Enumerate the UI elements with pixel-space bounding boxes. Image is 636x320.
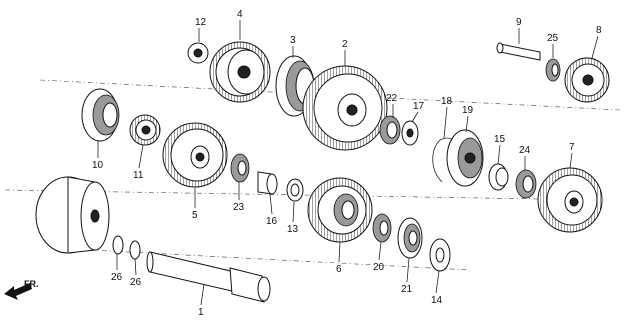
label-part-2: 2 xyxy=(342,39,348,50)
part-5-gear xyxy=(162,122,228,188)
part-number-labels: 12 4 3 2 22 17 18 19 15 24 7 9 25 8 10 1… xyxy=(92,9,602,318)
label-part-9: 9 xyxy=(516,17,522,28)
part-9-shaft xyxy=(496,42,541,61)
label-part-6: 6 xyxy=(336,264,342,275)
label-part-8: 8 xyxy=(596,25,602,36)
label-part-18: 18 xyxy=(441,96,453,107)
label-part-15: 15 xyxy=(494,134,506,145)
part-14-washer xyxy=(429,238,451,272)
label-part-26b: 26 xyxy=(130,277,142,288)
part-2-large-gear xyxy=(302,65,388,151)
part-21-thrust-bearing xyxy=(397,217,423,259)
label-part-4: 4 xyxy=(237,9,243,20)
part-11-small-gear xyxy=(129,114,161,146)
label-part-16: 16 xyxy=(266,216,278,227)
label-part-5: 5 xyxy=(192,210,198,221)
label-part-14: 14 xyxy=(431,295,443,306)
label-part-21: 21 xyxy=(401,284,413,295)
leader-lines xyxy=(97,20,599,306)
label-part-10: 10 xyxy=(92,160,104,171)
clutch-drum xyxy=(35,176,110,254)
part-7-gear xyxy=(537,167,603,233)
part-15-collar xyxy=(488,163,509,191)
front-direction-label: FR. xyxy=(24,279,39,289)
part-8-gear xyxy=(564,57,610,103)
part-13-washer xyxy=(286,178,304,202)
part-23-needle-bearing xyxy=(230,153,250,183)
part-6-gear xyxy=(307,177,373,243)
label-part-22: 22 xyxy=(386,93,398,104)
label-part-19: 19 xyxy=(462,105,474,116)
label-part-1: 1 xyxy=(198,307,204,318)
label-part-17: 17 xyxy=(413,101,425,112)
label-part-13: 13 xyxy=(287,224,299,235)
label-part-7: 7 xyxy=(569,142,575,153)
part-25-needle-bearing xyxy=(545,58,561,82)
part-22-needle-bearing xyxy=(379,115,401,145)
label-part-24: 24 xyxy=(519,145,531,156)
part-26-o-rings xyxy=(112,235,141,260)
label-part-25: 25 xyxy=(547,33,559,44)
label-part-11: 11 xyxy=(133,170,144,181)
part-16-collar xyxy=(257,171,278,195)
part-4-gear xyxy=(209,41,271,103)
part-1-mainshaft xyxy=(146,251,271,303)
part-12-collar xyxy=(187,42,209,64)
front-arrow-icon xyxy=(4,283,32,300)
label-part-26a: 26 xyxy=(111,272,123,283)
part-20-needle-bearing xyxy=(372,213,392,243)
label-part-23: 23 xyxy=(233,202,245,213)
label-part-20: 20 xyxy=(373,262,385,273)
label-part-12: 12 xyxy=(195,17,207,28)
part-24-needle-bearing xyxy=(515,169,537,199)
label-part-3: 3 xyxy=(290,35,296,46)
part-10-bearing xyxy=(81,88,120,142)
part-19-clutch xyxy=(446,129,484,187)
front-direction-indicator: FR. xyxy=(4,279,39,300)
part-17-washer xyxy=(401,120,419,146)
